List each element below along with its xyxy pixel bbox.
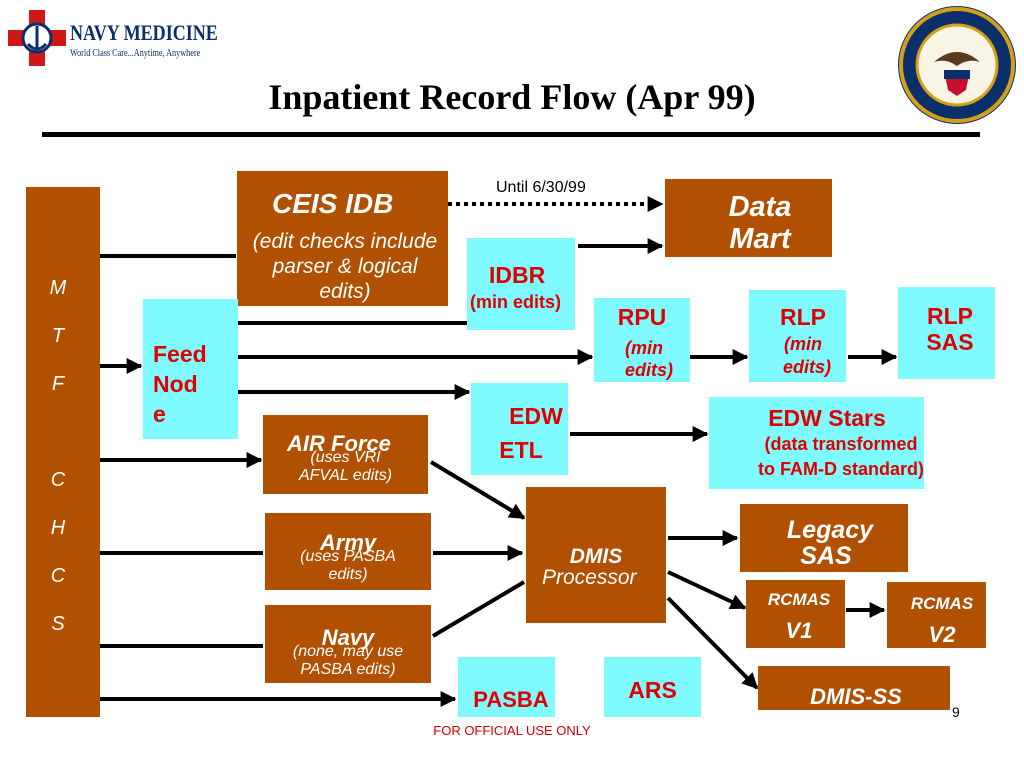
data-mart-line1: Data — [728, 191, 792, 223]
edw-stars-subtitle-2: to FAM-D standard) — [758, 459, 924, 479]
arrow-dmis-dmisss — [666, 596, 759, 690]
dmis-processor-line2: Processor — [542, 566, 637, 589]
until-label: Until 6/30/99 — [496, 179, 586, 196]
dmis-processor-line1: DMIS — [569, 545, 623, 568]
navy-subtitle-1: (none, may use — [292, 643, 404, 660]
rlp-subtitle-2: edits) — [782, 357, 831, 377]
ceis-idb-box — [237, 171, 448, 306]
rpu-subtitle-2: edits) — [624, 360, 673, 380]
edw-etl-line1: EDW — [509, 403, 563, 429]
dmis-processor-box — [526, 487, 666, 623]
mtf-letter: T — [51, 325, 65, 347]
rcmas-v2-box: RCMAS V2 — [887, 582, 986, 648]
feed-node-line1: Feed — [153, 341, 207, 367]
air-force-box — [263, 415, 428, 494]
arrow-airforce-dmis — [429, 460, 526, 520]
logo-tagline: World Class Care...Anytime, Anywhere — [70, 48, 201, 59]
chcs-letter: C — [50, 565, 66, 587]
rcmas-v2-line2: V2 — [928, 622, 956, 647]
navy-title: Navy — [321, 625, 375, 650]
arrow-navy-dmis — [431, 580, 526, 638]
mtf-letter: F — [51, 373, 65, 395]
idbr-box — [467, 238, 575, 330]
rlp-sas-line2: SAS — [926, 329, 974, 355]
edw-etl-line2: ETL — [499, 437, 543, 463]
rlp-subtitle-1: (min — [784, 334, 822, 354]
edw-etl-box: EDW ETL — [471, 383, 568, 475]
feed-node-box: Feed Nod e — [143, 299, 238, 439]
seal-icon — [898, 6, 1016, 124]
rpu-box: RPU (min edits) — [594, 298, 690, 382]
rcmas-v1-line1: RCMAS — [767, 590, 831, 609]
title-divider — [42, 132, 980, 137]
edw-stars-box — [709, 397, 924, 489]
army-box — [265, 513, 431, 590]
data-mart-line2: Mart — [729, 223, 791, 255]
ars-box: ARS — [604, 657, 701, 717]
army-title: Army — [319, 530, 377, 555]
rlp-title: RLP — [780, 304, 826, 330]
air-force-title: AIR Force — [287, 431, 391, 456]
dmis-ss-label: DMIS-SS — [810, 684, 902, 709]
rcmas-v2-line1: RCMAS — [910, 594, 974, 613]
bumed-seal — [896, 4, 1018, 126]
rcmas-v1-box: RCMAS V1 — [746, 580, 845, 648]
idbr-title: IDBR — [489, 262, 546, 288]
ars-label: ARS — [628, 677, 677, 703]
mtf-letter: M — [49, 277, 67, 299]
rpu-subtitle-1: (min — [625, 338, 663, 358]
edw-stars-subtitle-1: (data transformed — [764, 434, 918, 454]
army-subtitle-2: edits) — [328, 566, 368, 583]
classification-marking: FOR OFFICIAL USE ONLY — [433, 723, 591, 738]
feed-node-line2: Nod — [153, 371, 198, 397]
edw-stars-title: EDW Stars — [768, 405, 886, 431]
air-force-subtitle-2: AFVAL edits) — [298, 467, 393, 484]
legacy-sas-line2: SAS — [800, 542, 852, 570]
navy-subtitle-2: PASBA edits) — [300, 661, 396, 678]
mtf-chcs-box: M T F C H C S — [26, 187, 100, 717]
legacy-sas-box: Legacy SAS — [740, 504, 908, 572]
idbr-subtitle: (min edits) — [470, 292, 562, 312]
rlp-sas-line1: RLP — [927, 303, 973, 329]
navy-medicine-logo: NAVY MEDICINE World Class Care...Anytime… — [4, 6, 218, 70]
pasba-label: PASBA — [473, 687, 549, 712]
chcs-letter: H — [50, 517, 66, 539]
feed-node-line3: e — [153, 401, 166, 427]
legacy-sas-line1: Legacy — [786, 516, 874, 544]
rlp-sas-box: RLP SAS — [898, 287, 995, 379]
pasba-box: PASBA — [458, 657, 555, 717]
page-number: 9 — [952, 704, 960, 720]
rcmas-v1-line2: V1 — [785, 618, 813, 643]
rpu-title: RPU — [617, 304, 667, 330]
anchor-cross-icon — [8, 10, 66, 66]
arrow-dmis-rcmas1 — [667, 570, 747, 610]
navy-box — [265, 605, 431, 683]
air-force-subtitle-1: (uses VRI — [310, 449, 381, 466]
dmis-ss-box: DMIS-SS — [758, 666, 950, 710]
rlp-box: RLP (min edits) — [749, 290, 846, 382]
logo-name: NAVY MEDICINE — [70, 20, 218, 45]
chcs-letter: C — [50, 469, 66, 491]
ceis-idb-title: CEIS IDB — [272, 188, 394, 219]
ceis-idb-subtitle: (edit checks include parser & logical ed… — [252, 230, 438, 303]
chcs-letter: S — [51, 613, 65, 635]
page-title: Inpatient Record Flow (Apr 99) — [268, 77, 756, 117]
data-mart-box: Data Mart — [665, 179, 832, 257]
army-subtitle-1: (uses PASBA — [300, 548, 396, 565]
